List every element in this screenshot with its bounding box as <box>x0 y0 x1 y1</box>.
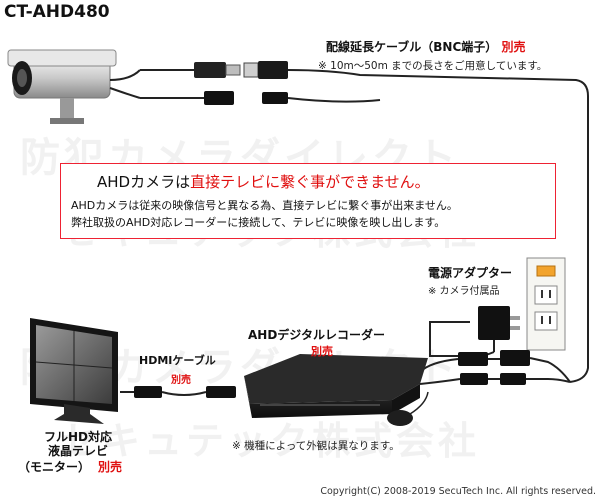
notice-headline: AHDカメラは直接テレビに繋ぐ事ができません。 <box>97 171 430 192</box>
monitor-tag: 別売 <box>98 460 123 474</box>
power-splitter <box>419 350 571 385</box>
wall-outlet-image <box>526 257 566 351</box>
monitor-label: フルHD対応 液晶テレビ <box>38 430 118 458</box>
extension-cable-label: 配線延長ケーブル（BNC端子） 別売 <box>326 38 525 55</box>
hdmi-cable-tag: 別売 <box>171 375 191 386</box>
mouse-image <box>387 391 429 426</box>
monitor-sublabel: （モニター） 別売 <box>18 458 122 475</box>
monitor-label-line-1: フルHD対応 <box>43 430 112 444</box>
notice-headline-a: AHDカメラは <box>97 173 191 191</box>
monitor-label-line-2: 液晶テレビ <box>47 444 108 458</box>
monitor-image <box>30 318 118 424</box>
notice-body: AHDカメラは従来の映像信号と異なる為、直接テレビに繋ぐ事が出来ません。 弊社取… <box>71 197 458 231</box>
notice-box: AHDカメラは直接テレビに繋ぐ事ができません。 AHDカメラは従来の映像信号と異… <box>60 163 556 239</box>
appearance-footnote: ※ 機種によって外観は異なります。 <box>232 440 400 452</box>
notice-headline-b: 直接テレビに繋ぐ事ができません。 <box>190 173 430 191</box>
camera-image <box>7 49 141 124</box>
camera-leads <box>140 62 241 105</box>
power-adapter-label: 電源アダプター <box>428 266 513 280</box>
notice-line-1: AHDカメラは従来の映像信号と異なる為、直接テレビに繋ぐ事が出来ません。 <box>71 199 458 212</box>
recorder-tag: 別売 <box>311 345 333 358</box>
extension-cable-name: 配線延長ケーブル（BNC端子） <box>326 40 498 54</box>
product-model: CT-AHD480 <box>4 2 110 22</box>
power-adapter-image <box>429 306 520 358</box>
watermark-line-4: セキュテック株式会社 <box>60 419 481 463</box>
recorder-label: AHDデジタルレコーダー <box>248 328 386 342</box>
hdmi-cable <box>120 386 236 398</box>
extension-cable <box>243 61 589 383</box>
notice-line-2: 弊社取扱のAHD対応レコーダーに接続して、テレビに映像を映し出します。 <box>71 216 446 229</box>
extension-cable-tag: 別売 <box>501 40 526 54</box>
power-adapter-note: ※ カメラ付属品 <box>428 286 500 297</box>
copyright-text: Copyright(C) 2008-2019 SecuTech Inc. All… <box>320 486 596 497</box>
recorder-image <box>244 354 428 418</box>
monitor-label-line-3: （モニター） <box>18 460 91 474</box>
extension-cable-note: ※ 10m～50m までの長さをご用意しています。 <box>318 60 548 72</box>
hdmi-cable-label: HDMIケーブル <box>139 354 216 367</box>
